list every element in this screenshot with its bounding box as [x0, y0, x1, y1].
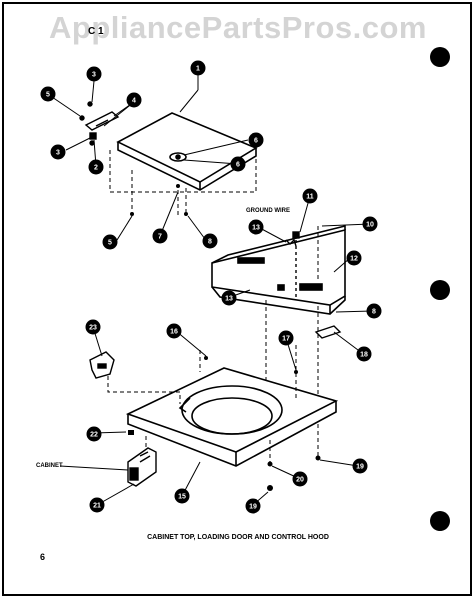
callout-4: 4 — [126, 92, 142, 108]
callout-label: 13 — [225, 296, 233, 303]
callout-label: 20 — [296, 477, 304, 484]
hood-dashed-lines — [265, 226, 319, 410]
cabinet-label: CABINET — [36, 463, 63, 469]
loading-door-part — [116, 112, 258, 191]
cabinet-bracket-part — [127, 447, 157, 487]
callout-label: 13 — [252, 225, 260, 232]
callout-11: 11 — [302, 188, 318, 204]
callout-label: 1 — [196, 66, 200, 73]
callout-21: 21 — [89, 497, 105, 513]
cabinet-top-part — [125, 367, 339, 467]
callout-5-top: 5 — [40, 86, 56, 102]
callout-23: 23 — [85, 319, 101, 335]
callout-10: 10 — [362, 216, 378, 232]
callout-label: 5 — [108, 240, 112, 247]
page-number: 6 — [40, 552, 46, 562]
callout-label: 18 — [360, 352, 368, 359]
callout-label: 11 — [306, 194, 314, 201]
ground-wire — [285, 231, 300, 300]
clip-part — [314, 325, 342, 339]
callout-label: 17 — [282, 336, 290, 343]
hinge-bracket-part — [79, 101, 120, 146]
callout-3-top: 3 — [86, 66, 102, 82]
page-border — [2, 2, 472, 596]
callout-label: 16 — [170, 329, 178, 336]
callout-6-upper: 6 — [248, 132, 264, 148]
header-mark: C 1 — [88, 26, 104, 37]
figure-caption: CABINET TOP, LOADING DOOR AND CONTROL HO… — [147, 534, 329, 541]
callout-19-bottom: 19 — [245, 498, 261, 514]
callout-label: 19 — [356, 464, 364, 471]
callout-label: 4 — [132, 98, 136, 105]
screw-part — [128, 356, 321, 491]
ground-wire-label: GROUND WIRE — [246, 208, 290, 214]
callout-3-mid: 3 — [50, 144, 66, 160]
callout-label: 3 — [56, 150, 60, 157]
control-hood-part — [211, 224, 346, 315]
callout-label: 6 — [236, 162, 240, 169]
callout-22: 22 — [86, 426, 102, 442]
callout-8-hood: 8 — [366, 303, 382, 319]
callout-8-upper: 8 — [202, 233, 218, 249]
callout-label: 8 — [372, 309, 376, 316]
callout-14: 13 — [248, 219, 264, 235]
callout-label: 23 — [89, 325, 97, 332]
callout-1: 1 — [190, 60, 206, 76]
callout-label: 6 — [254, 138, 258, 145]
callout-label: 15 — [178, 494, 186, 501]
callout-18: 18 — [356, 346, 372, 362]
callout-13: 13 — [221, 290, 237, 306]
callout-15: 15 — [174, 488, 190, 504]
callout-label: 22 — [90, 432, 98, 439]
callout-label: 7 — [158, 234, 162, 241]
callout-label: 19 — [249, 504, 257, 511]
callout-label: 10 — [366, 222, 374, 229]
binder-hole-bottom — [430, 511, 450, 531]
callout-label: 2 — [94, 165, 98, 172]
callout-5-lower: 5 — [102, 234, 118, 250]
callout-label: 8 — [208, 239, 212, 246]
callout-label: 3 — [92, 72, 96, 79]
callout-6-lower: 6 — [230, 156, 246, 172]
callout-label: 21 — [93, 503, 101, 510]
callout-17: 17 — [278, 330, 294, 346]
bracket-part — [89, 351, 115, 379]
callout-20: 20 — [292, 471, 308, 487]
callout-16: 16 — [166, 323, 182, 339]
door-screws — [130, 184, 188, 216]
door-dashed-frame — [109, 150, 257, 215]
callout-label: 5 — [46, 92, 50, 99]
callout-19-right: 19 — [352, 458, 368, 474]
callout-2: 2 — [88, 159, 104, 175]
binder-hole-middle — [430, 280, 450, 300]
callout-12: 12 — [346, 250, 362, 266]
callout-label: 12 — [350, 256, 358, 263]
binder-hole-top — [430, 47, 450, 67]
callout-7: 7 — [152, 228, 168, 244]
watermark: AppliancePartsPros.com — [49, 10, 427, 45]
